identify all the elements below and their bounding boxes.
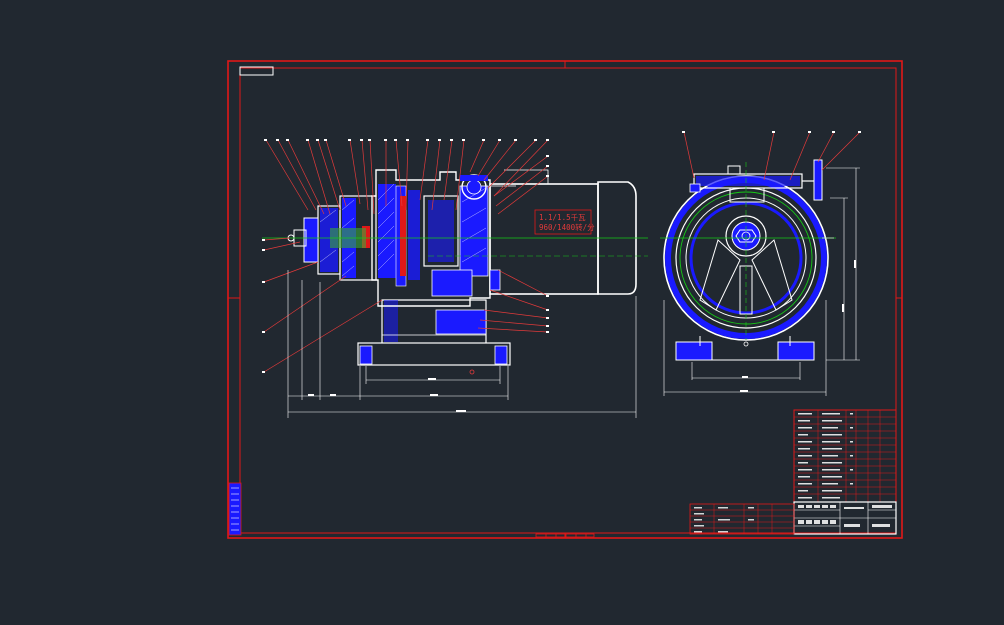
drawing-number-box: [239, 66, 274, 76]
outer-border: [227, 60, 903, 539]
end-view-leaders: [683, 131, 861, 181]
electric-motor[interactable]: 1.1/1.5千瓦 960/1400转/分: [489, 169, 637, 295]
inner-border: [239, 67, 897, 534]
part-leader-dots-top: [264, 139, 549, 141]
section-dimension-values: [308, 378, 466, 412]
end-view-leader-dots: [682, 131, 861, 133]
section-view[interactable]: 1.1/1.5千瓦 960/1400转/分: [262, 139, 648, 418]
part-leaders-right: [477, 155, 549, 333]
end-view[interactable]: [660, 131, 861, 396]
end-view-feet: [675, 336, 815, 361]
frame-centering-marks: [228, 61, 902, 538]
part-leader-dots-left: [262, 239, 265, 373]
motor-speed-label: 960/1400转/分: [539, 222, 595, 232]
end-view-dimension-values: [740, 260, 856, 392]
handwheel: [813, 159, 823, 201]
bottom-scale-strip: [535, 533, 595, 538]
center-mark: [469, 369, 475, 375]
part-leaders-top: [265, 139, 549, 215]
end-view-top-bracket: [689, 159, 823, 203]
gearbox-housing: [362, 169, 491, 335]
end-view-hub: [725, 215, 767, 257]
parts-list-table[interactable]: [793, 409, 897, 503]
revision-table: [689, 503, 795, 535]
drawing-frame: [227, 60, 903, 539]
title-block[interactable]: [793, 501, 897, 535]
motor-power-label: 1.1/1.5千瓦: [539, 212, 586, 222]
motor-rating-box: [534, 209, 592, 235]
part-leaders-left: [263, 237, 383, 373]
part-leader-dots-right: [546, 155, 549, 333]
left-margin-block: [228, 482, 242, 536]
gearbox-base: [357, 299, 511, 366]
